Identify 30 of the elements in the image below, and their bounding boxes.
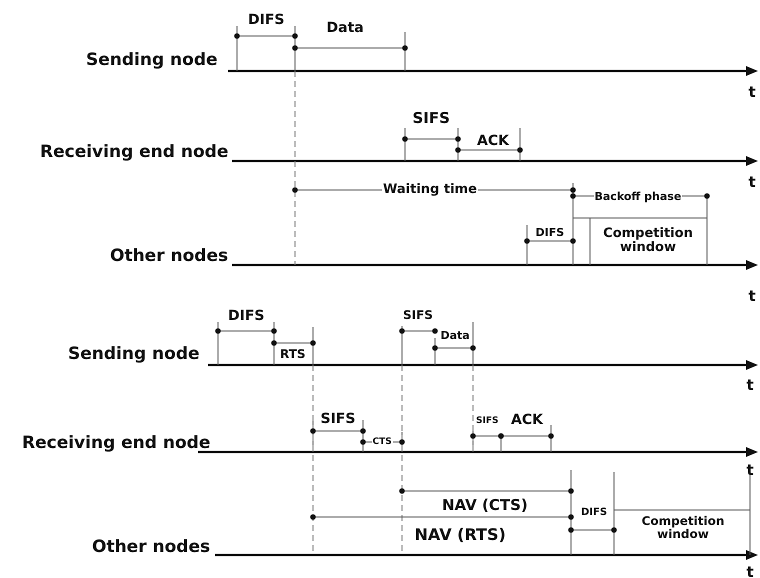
interval-label: Competition window	[640, 515, 726, 542]
axis-end-label: t	[746, 462, 754, 478]
axis-label: Receiving end node	[22, 434, 210, 452]
interval-label: Competition window	[602, 226, 694, 256]
interval-label: NAV (RTS)	[414, 526, 506, 544]
interval-label: NAV (CTS)	[442, 496, 528, 513]
interval-label: SIFS	[412, 110, 450, 126]
interval-label: DIFS	[536, 227, 564, 240]
interval-label: Data	[326, 20, 364, 36]
interval-label: SIFS	[403, 308, 433, 322]
interval-label: RTS	[279, 348, 307, 361]
axis-end-label: t	[748, 288, 756, 304]
interval-label: SIFS	[476, 417, 498, 427]
axis-label: Other nodes	[110, 246, 228, 266]
axis-end-label: t	[748, 174, 756, 190]
interval-label: Waiting time	[382, 183, 478, 198]
axis-end-label: t	[746, 376, 754, 393]
axis-end-label: t	[748, 84, 756, 100]
axis-label: Other nodes	[92, 538, 210, 556]
interval-label: DIFS	[581, 506, 608, 518]
axis-label: Sending node	[86, 50, 218, 70]
axis-label: Receiving end node	[40, 142, 228, 162]
interval-label: DIFS	[228, 308, 264, 324]
interval-label: Backoff phase	[594, 191, 682, 204]
interval-label: Data	[440, 330, 471, 342]
interval-label: SIFS	[320, 412, 356, 427]
interval-label: DIFS	[248, 12, 284, 28]
interval-label: ACK	[511, 412, 543, 428]
axis-label: Sending node	[68, 344, 200, 364]
axis-end-label: t	[746, 564, 754, 578]
